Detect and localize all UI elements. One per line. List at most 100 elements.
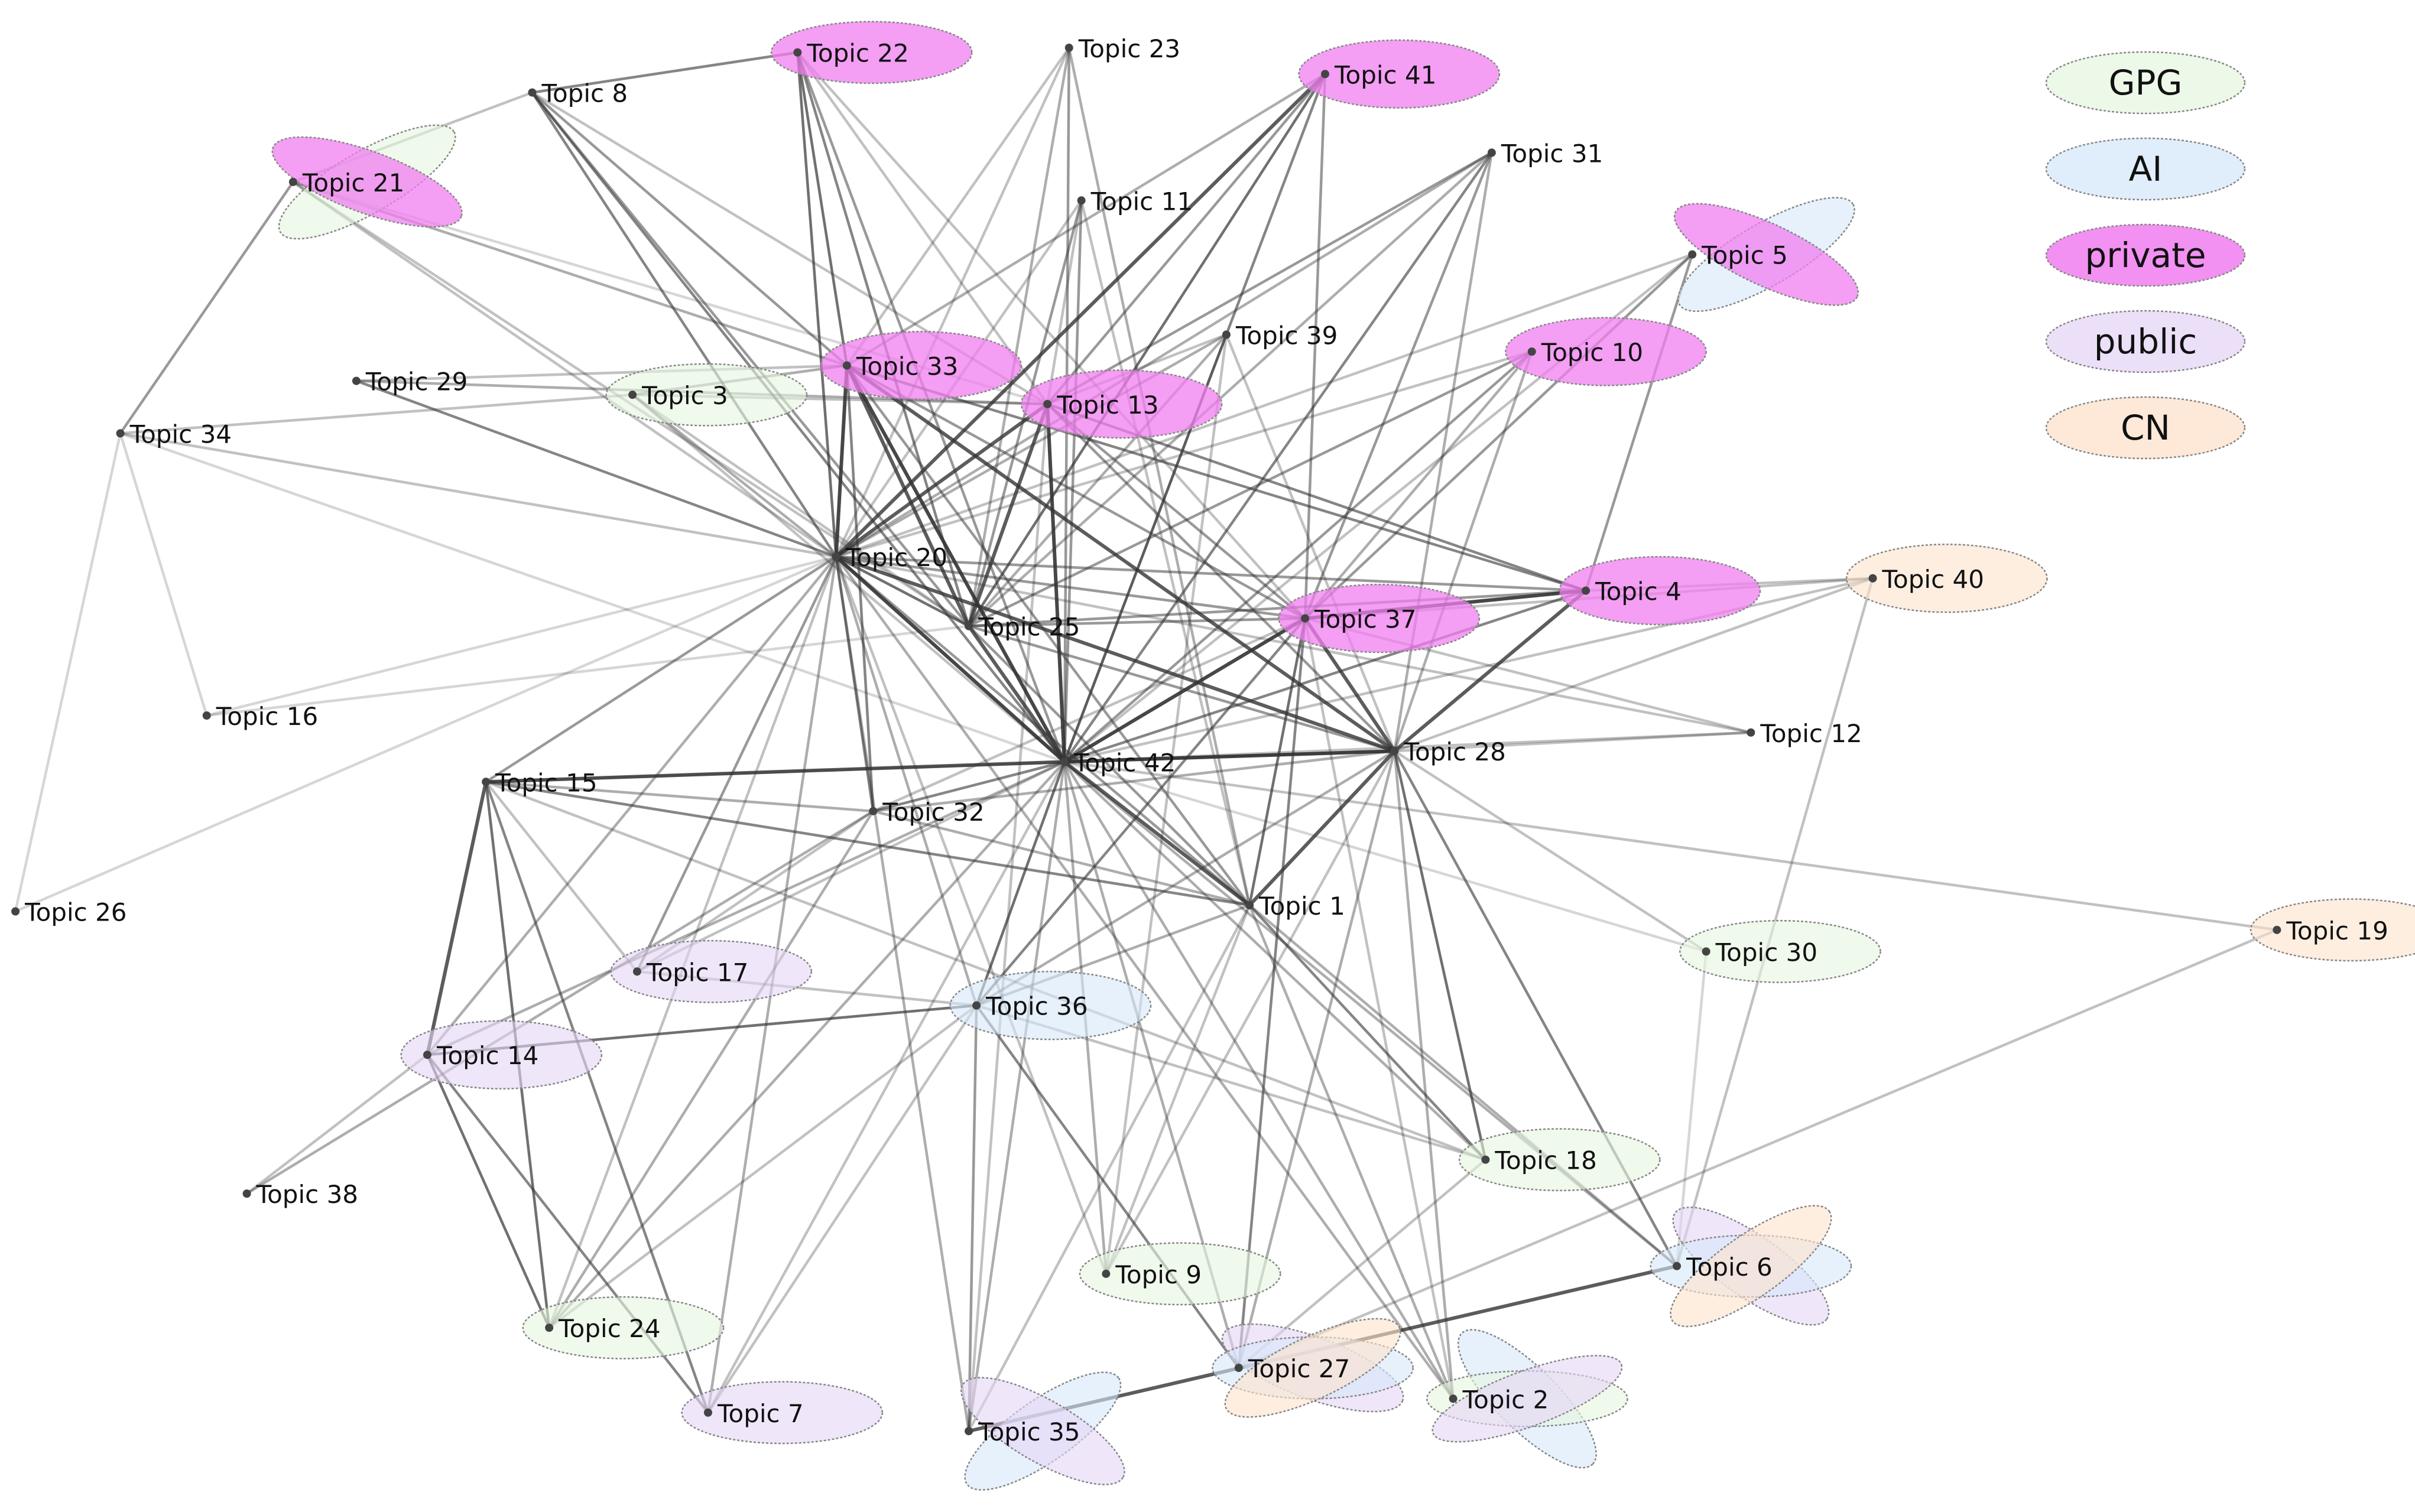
node-dot-topic-32 (869, 807, 878, 815)
group-ellipse-private-topic-10 (1505, 317, 1707, 386)
group-ellipse-private-topic-33 (820, 330, 1023, 401)
edge-topic-5-topic-20 (835, 253, 1693, 558)
node-label-topic-4: Topic 4 (1595, 577, 1682, 606)
node-label-topic-26: Topic 26 (24, 898, 126, 927)
edge-topic-4-topic-20 (836, 555, 1586, 592)
group-ellipse-private-topic-21 (271, 136, 463, 228)
node-dot-topic-33 (842, 361, 851, 370)
edge-topic-32-topic-1 (872, 809, 1250, 907)
node-label-topic-25: Topic 25 (978, 613, 1080, 642)
node-dot-topic-37 (1301, 614, 1310, 623)
edge-topic-32-topic-28 (873, 749, 1395, 813)
node-label-topic-34: Topic 34 (129, 420, 232, 448)
node-dot-topic-42 (1060, 757, 1069, 766)
edge-topic-9-topic-1 (1105, 905, 1251, 1274)
edge-topic-13-topic-20 (835, 402, 1049, 558)
node-dot-topic-12 (1747, 728, 1755, 737)
node-label-topic-16: Topic 16 (216, 702, 318, 731)
group-ellipse-private-topic-4 (1559, 555, 1761, 626)
edge-topic-4-topic-25 (968, 589, 1586, 627)
edge-topic-16-topic-20 (206, 555, 837, 717)
group-ellipse-cn-topic-27 (1224, 1318, 1401, 1418)
group-ellipse-cn-topic-6 (1670, 1205, 1832, 1328)
edge-topic-35-topic-20 (835, 556, 970, 1432)
edge-topic-15-topic-28 (486, 749, 1395, 783)
edge-topic-15-topic-42 (486, 760, 1065, 784)
edge-topic-41-topic-13 (1046, 73, 1326, 405)
node-dot-topic-22 (793, 48, 802, 57)
node-label-topic-28: Topic 28 (1403, 737, 1505, 766)
edge-topic-40-topic-28 (1394, 577, 1874, 753)
edge-topic-20-topic-28 (835, 555, 1395, 753)
edge-topic-35-topic-13 (967, 404, 1049, 1432)
node-label-topic-20: Topic 20 (845, 543, 947, 572)
edge-topic-1-topic-28 (1248, 750, 1396, 907)
edge-topic-23-topic-25 (967, 47, 1070, 627)
edge-topic-12-topic-42 (1064, 731, 1751, 763)
edge-topic-22-topic-37 (796, 51, 1306, 620)
edge-topic-15-topic-32 (485, 781, 874, 813)
edge-topic-2-topic-37 (1303, 618, 1455, 1399)
node-dot-topic-34 (116, 429, 125, 438)
node-dot-topic-17 (632, 967, 641, 976)
edge-topic-27-topic-37 (1237, 618, 1307, 1368)
edge-topic-25-topic-37 (969, 617, 1306, 627)
node-label-topic-17: Topic 17 (646, 958, 748, 987)
edge-topic-33-topic-25 (845, 365, 970, 627)
node-dot-topic-8 (528, 88, 537, 97)
edge-topic-29-topic-20 (356, 379, 837, 558)
node-dot-topic-3 (628, 391, 637, 399)
edge-topic-26-topic-34 (14, 433, 122, 912)
edge-topic-2-topic-1 (1248, 905, 1455, 1400)
edge-topic-22-topic-8 (532, 51, 798, 94)
edge-topic-36-topic-20 (835, 556, 978, 1006)
edge-topic-30-topic-42 (1064, 760, 1707, 953)
node-dot-topic-16 (202, 711, 211, 720)
node-dot-topic-19 (2273, 925, 2281, 934)
node-label-topic-39: Topic 39 (1235, 321, 1338, 350)
edge-topic-32-topic-42 (872, 760, 1065, 813)
edge-topic-15-topic-14 (426, 781, 488, 1055)
node-label-topic-23: Topic 23 (1078, 34, 1180, 63)
edge-topic-30-topic-28 (1394, 750, 1707, 953)
node-label-topic-36: Topic 36 (985, 992, 1088, 1021)
edge-topic-38-topic-14 (246, 1053, 429, 1195)
edge-topic-33-topic-42 (845, 365, 1066, 763)
edge-topic-32-topic-37 (872, 617, 1306, 812)
edge-topic-31-topic-13 (1047, 151, 1492, 405)
node-label-topic-27: Topic 27 (1248, 1354, 1350, 1383)
edge-topic-18-topic-15 (485, 781, 1486, 1161)
group-ellipse-private-topic-5 (1673, 203, 1859, 306)
node-dot-topic-11 (1077, 196, 1086, 205)
group-ellipse-private-topic-37 (1278, 583, 1481, 653)
edge-topic-24-topic-36 (548, 1004, 978, 1329)
node-label-topic-15: Topic 15 (495, 768, 597, 797)
node-label-topic-41: Topic 41 (1334, 60, 1436, 89)
edge-topic-31-topic-37 (1303, 152, 1493, 619)
edge-topic-8-topic-25 (531, 92, 970, 627)
group-ellipse-gpg-topic-18 (1458, 1128, 1661, 1192)
edge-topic-35-topic-42 (967, 762, 1066, 1432)
edge-topic-24-topic-32 (548, 810, 875, 1329)
edge-topic-19-topic-27 (1238, 928, 2278, 1370)
edge-topic-15-topic-20 (485, 555, 837, 783)
edge-topic-4-topic-33 (846, 364, 1586, 592)
node-dot-topic-5 (1688, 250, 1697, 259)
legend-swatch-private (2045, 223, 2246, 287)
edge-topic-1-topic-42 (1063, 760, 1251, 907)
edge-topic-41-topic-33 (846, 73, 1326, 367)
node-dot-topic-27 (1234, 1364, 1243, 1373)
edge-topic-20-topic-42 (835, 555, 1066, 763)
node-dot-topic-20 (832, 552, 840, 561)
group-ellipse-public-topic-2 (1432, 1355, 1623, 1443)
edge-topic-25-topic-1 (968, 625, 1251, 906)
legend-label-ai: AI (2129, 149, 2163, 189)
group-ellipse-gpg-topic-30 (1679, 919, 1881, 983)
group-ellipse-private-topic-22 (770, 21, 973, 84)
edge-topic-14-topic-24 (426, 1054, 551, 1329)
edge-topic-22-topic-13 (796, 51, 1049, 405)
edge-topic-36-topic-28 (975, 750, 1395, 1007)
edge-topic-2-topic-42 (1063, 761, 1455, 1400)
edge-topic-13-topic-37 (1046, 403, 1306, 620)
